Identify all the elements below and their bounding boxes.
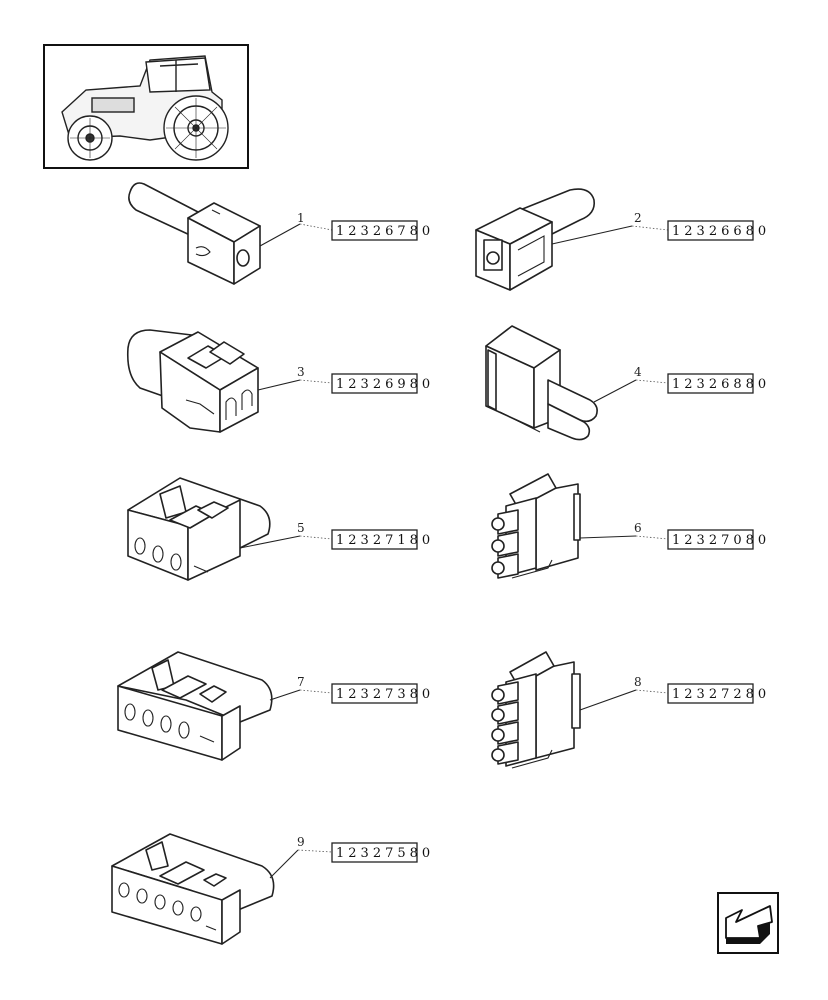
part-box-2[interactable]: 12326680 bbox=[667, 220, 770, 241]
part-number-5: 12327180 bbox=[336, 533, 434, 548]
connector-8 bbox=[491, 651, 581, 769]
part-number-4: 12326880 bbox=[672, 377, 770, 392]
connector-2 bbox=[475, 188, 596, 291]
part-box-7[interactable]: 12327380 bbox=[331, 683, 434, 704]
callout-number-9: 9 bbox=[297, 835, 305, 849]
connector-7 bbox=[117, 651, 273, 761]
part-box-4[interactable]: 12326880 bbox=[667, 373, 770, 394]
callout-number-4: 4 bbox=[634, 365, 642, 379]
callout-number-6: 6 bbox=[634, 521, 642, 535]
part-number-3: 12326980 bbox=[336, 377, 434, 392]
callout-number-7: 7 bbox=[297, 675, 305, 689]
part-box-1[interactable]: 12326780 bbox=[331, 220, 434, 241]
connector-1 bbox=[128, 182, 261, 285]
tractor-icon bbox=[61, 55, 229, 161]
part-box-5[interactable]: 12327180 bbox=[331, 529, 434, 550]
callout-number-8: 8 bbox=[634, 675, 642, 689]
part-number-1: 12326780 bbox=[336, 224, 434, 239]
tractor-thumbnail bbox=[43, 44, 249, 169]
connector-3 bbox=[126, 329, 259, 433]
part-number-8: 12327280 bbox=[672, 687, 770, 702]
part-box-8[interactable]: 12327280 bbox=[667, 683, 770, 704]
part-box-6[interactable]: 12327080 bbox=[667, 529, 770, 550]
back-arrow-icon[interactable] bbox=[717, 892, 779, 954]
callout-number-1: 1 bbox=[297, 211, 305, 225]
part-number-6: 12327080 bbox=[672, 533, 770, 548]
connector-4 bbox=[485, 325, 598, 441]
callout-number-2: 2 bbox=[634, 211, 642, 225]
part-box-9[interactable]: 12327580 bbox=[331, 842, 434, 863]
callout-number-3: 3 bbox=[297, 365, 305, 379]
connector-5 bbox=[127, 477, 271, 581]
callout-number-5: 5 bbox=[297, 521, 305, 535]
connector-6 bbox=[491, 473, 581, 579]
part-number-9: 12327580 bbox=[336, 846, 434, 861]
part-number-7: 12327380 bbox=[336, 687, 434, 702]
part-box-3[interactable]: 12326980 bbox=[331, 373, 434, 394]
connector-9 bbox=[111, 833, 275, 945]
part-number-2: 12326680 bbox=[672, 224, 770, 239]
leader-lines bbox=[239, 223, 669, 879]
